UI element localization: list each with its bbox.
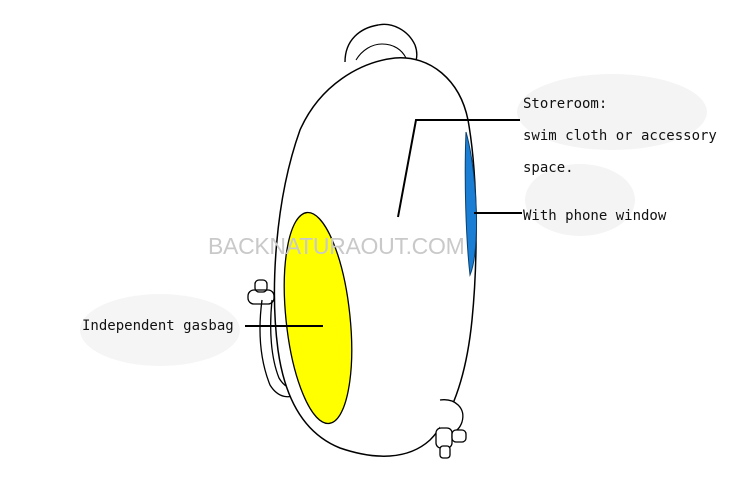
storeroom-backdrop [517, 74, 707, 150]
watermark: BACKNATURAOUT.COM [208, 233, 465, 259]
phone-window [464, 131, 478, 277]
leader-lines [245, 119, 522, 327]
label-backdrops [80, 74, 707, 366]
phone-window-label: With phone window [523, 208, 667, 224]
storeroom-desc-label-2: space. [523, 160, 574, 176]
storeroom-leader [397, 119, 520, 218]
window-backdrop [525, 164, 635, 236]
gasbag-label: Independent gasbag [82, 318, 234, 334]
storeroom-desc-label: swim cloth or accessory [523, 128, 717, 144]
gasbag-backdrop [80, 294, 240, 366]
top-handle [344, 23, 418, 67]
bottom-clip [435, 399, 467, 459]
storeroom-title-label: Storeroom: [523, 96, 608, 112]
gasbag-panel [283, 211, 353, 425]
